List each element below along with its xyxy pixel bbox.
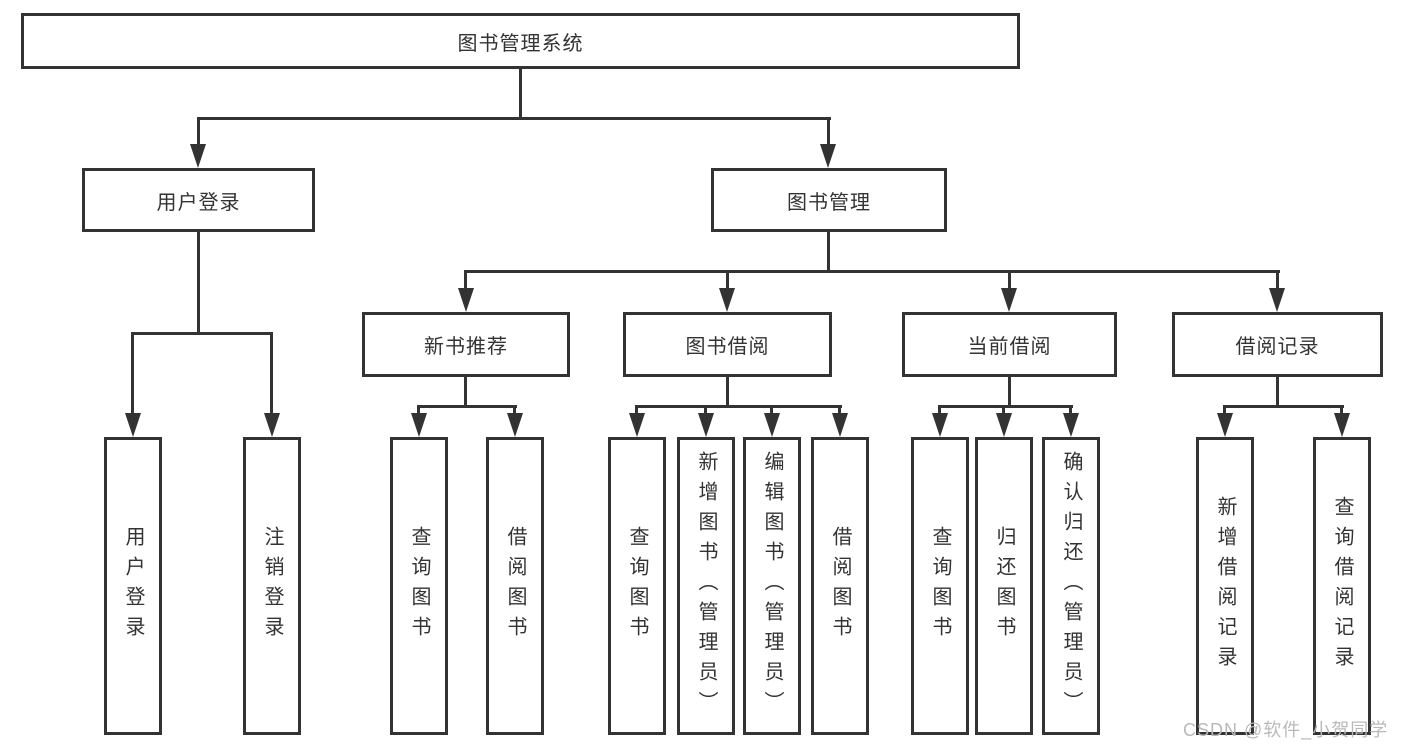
leaf-user-login: 用户登录	[104, 437, 162, 735]
node-book-borrow: 图书借阅	[623, 312, 832, 377]
arrow-down-icon	[820, 144, 836, 168]
arrow-down-icon	[629, 413, 645, 437]
arrow-down-icon	[190, 144, 206, 168]
node-new-book-recommend-label: 新书推荐	[424, 336, 508, 358]
leaf-edit-book-admin: 编辑图书（管理员）	[743, 437, 801, 735]
arrow-down-icon	[507, 413, 523, 437]
connector-line	[1276, 270, 1279, 290]
node-borrow-records: 借阅记录	[1172, 312, 1383, 377]
leaf-query-books-borrow: 查询图书	[608, 437, 666, 735]
arrow-down-icon	[125, 413, 141, 437]
node-book-management: 图书管理	[711, 168, 947, 232]
connector-line	[417, 405, 517, 408]
leaf-borrow-books-recommend-label: 借阅图书	[504, 526, 526, 646]
connector-line	[838, 405, 841, 417]
arrow-down-icon	[1269, 288, 1285, 312]
leaf-edit-book-admin-label: 编辑图书（管理员）	[761, 451, 783, 721]
leaf-confirm-return-admin: 确认归还（管理员）	[1042, 437, 1100, 735]
connector-line	[1069, 405, 1072, 417]
node-book-borrow-label: 图书借阅	[685, 336, 770, 358]
connector-line	[635, 405, 842, 408]
leaf-confirm-return-admin-label: 确认归还（管理员）	[1060, 451, 1082, 721]
node-borrow-records-label: 借阅记录	[1235, 336, 1320, 358]
node-user-login: 用户登录	[82, 168, 315, 232]
connector-line	[197, 117, 831, 120]
connector-line	[827, 117, 830, 147]
arrow-down-icon	[411, 413, 427, 437]
connector-line	[827, 232, 830, 273]
leaf-return-book-label: 归还图书	[993, 526, 1015, 646]
node-root-label: 图书管理系统	[457, 32, 584, 55]
arrow-down-icon	[1334, 413, 1350, 437]
connector-line	[726, 270, 729, 290]
connector-line	[131, 332, 134, 416]
leaf-logout: 注销登录	[243, 437, 301, 735]
connector-line	[726, 377, 729, 408]
arrow-down-icon	[932, 413, 948, 437]
leaf-return-book: 归还图书	[975, 437, 1033, 735]
leaf-borrow-books-label: 借阅图书	[829, 526, 851, 646]
leaf-query-books-recommend-label: 查询图书	[408, 526, 430, 646]
arrow-down-icon	[264, 413, 280, 437]
connector-line	[635, 405, 638, 417]
leaf-query-books-current-label: 查询图书	[929, 526, 951, 646]
arrow-down-icon	[1001, 288, 1017, 312]
connector-line	[1002, 405, 1005, 417]
watermark: CSDN @软件_小贺同学	[1183, 720, 1389, 740]
leaf-borrow-books: 借阅图书	[811, 437, 869, 735]
arrow-down-icon	[764, 413, 780, 437]
connector-line	[1223, 405, 1226, 417]
arrow-down-icon	[698, 413, 714, 437]
connector-line	[197, 117, 200, 147]
connector-line	[519, 69, 522, 120]
connector-line	[938, 405, 1073, 408]
leaf-query-borrow-record: 查询借阅记录	[1313, 437, 1371, 735]
connector-line	[513, 405, 516, 417]
connector-line	[270, 332, 273, 416]
arrow-down-icon	[996, 413, 1012, 437]
leaf-query-books-borrow-label: 查询图书	[626, 526, 648, 646]
arrow-down-icon	[832, 413, 848, 437]
leaf-add-borrow-record: 新增借阅记录	[1196, 437, 1254, 735]
leaf-query-books-recommend: 查询图书	[390, 437, 448, 735]
node-current-borrow: 当前借阅	[902, 312, 1117, 377]
arrow-down-icon	[719, 288, 735, 312]
leaf-add-book-admin: 新增图书（管理员）	[677, 437, 735, 735]
connector-line	[704, 405, 707, 417]
arrow-down-icon	[1063, 413, 1079, 437]
connector-line	[464, 270, 1280, 273]
connector-line	[1008, 377, 1011, 408]
connector-line	[1223, 405, 1344, 408]
leaf-logout-label: 注销登录	[261, 526, 283, 646]
arrow-down-icon	[1217, 413, 1233, 437]
connector-line	[417, 405, 420, 417]
leaf-user-login-label: 用户登录	[122, 526, 144, 646]
connector-line	[131, 332, 273, 335]
connector-line	[464, 270, 467, 290]
leaf-borrow-books-recommend: 借阅图书	[486, 437, 544, 735]
connector-line	[770, 405, 773, 417]
connector-line	[1008, 270, 1011, 290]
node-root: 图书管理系统	[21, 13, 1020, 69]
leaf-query-borrow-record-label: 查询借阅记录	[1331, 496, 1353, 676]
connector-line	[1276, 377, 1279, 408]
node-user-login-label: 用户登录	[156, 191, 241, 214]
connector-line	[938, 405, 941, 417]
leaf-add-borrow-record-label: 新增借阅记录	[1214, 496, 1236, 676]
arrow-down-icon	[458, 288, 474, 312]
connector-line	[197, 232, 200, 335]
node-current-borrow-label: 当前借阅	[967, 336, 1052, 358]
connector-line	[1340, 405, 1343, 417]
leaf-add-book-admin-label: 新增图书（管理员）	[695, 451, 717, 721]
leaf-query-books-current: 查询图书	[911, 437, 969, 735]
connector-line	[464, 377, 467, 408]
node-new-book-recommend: 新书推荐	[362, 312, 570, 377]
node-book-management-label: 图书管理	[787, 191, 871, 214]
